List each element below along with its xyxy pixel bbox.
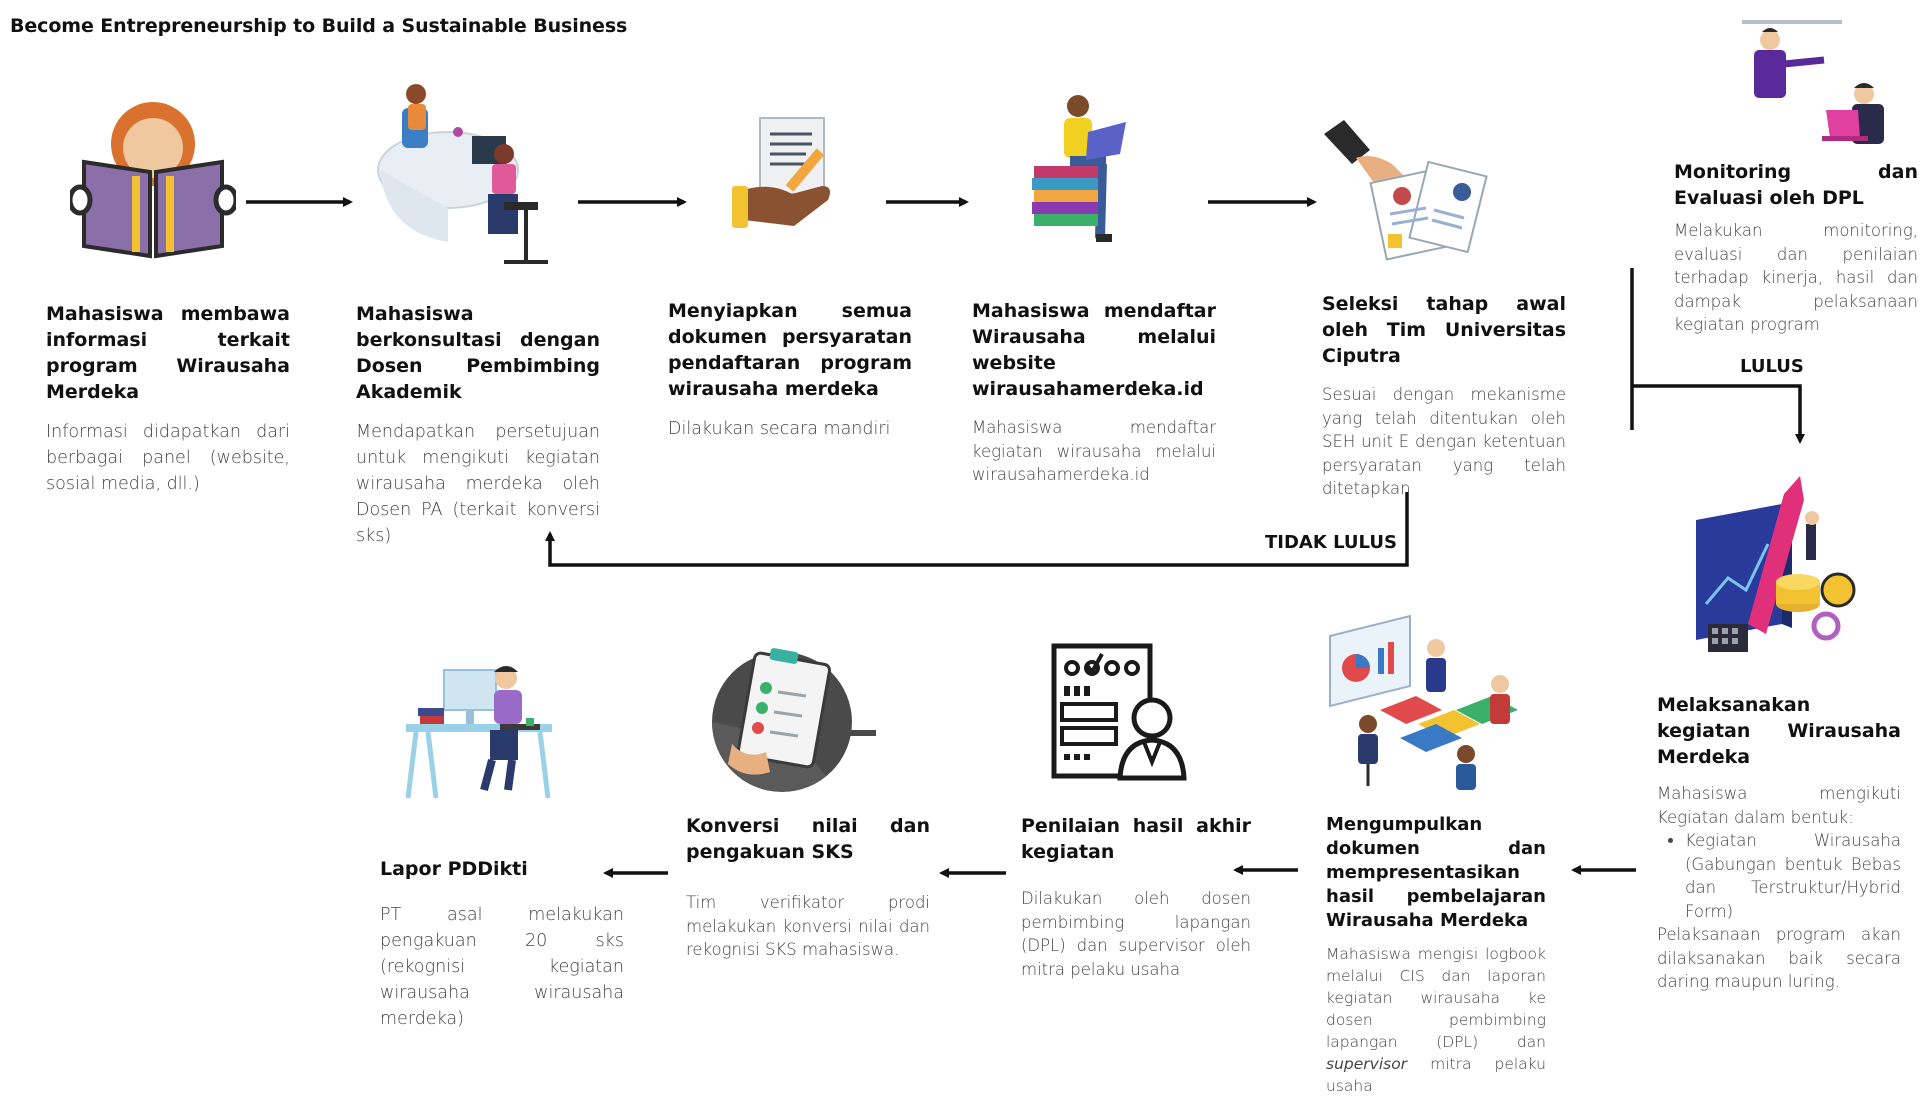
step-1-heading: Mahasiswa membawa informasi terkait prog… xyxy=(46,303,290,403)
step-10: Konversi nilai dan pengakuan SKS Tim ver… xyxy=(686,813,930,962)
checklist-clipboard-icon xyxy=(712,648,876,792)
page-title: Become Entrepreneurship to Build a Susta… xyxy=(10,15,628,37)
document-hand-icon xyxy=(732,117,830,228)
step-2-heading: Mahasiswa berkonsultasi dengan Dosen Pem… xyxy=(356,303,600,403)
growth-chart-icon xyxy=(1696,476,1856,652)
step-11-heading: Lapor PDDikti xyxy=(380,858,528,880)
step-6-description: Melakukan monitoring, evaluasi dan penil… xyxy=(1674,221,1918,334)
step-2-description: Mendapatkan persetujuan untuk mengikuti … xyxy=(356,422,600,546)
step-7-intro: Mahasiswa mengikuti Kegiatan dalam bentu… xyxy=(1657,784,1901,827)
arrow-lulus xyxy=(1632,384,1805,444)
step-7-outro: Pelaksanaan program akan dilaksanakan ba… xyxy=(1657,925,1901,991)
step-9: Penilaian hasil akhir kegiatan Dilakukan… xyxy=(1021,813,1251,981)
step-10-description: Tim verifikator prodi melakukan konversi… xyxy=(686,893,930,959)
label-tidak-lulus: TIDAK LULUS xyxy=(1265,532,1397,553)
step-8-heading: Mengumpulkan dokumen dan mempresentasika… xyxy=(1326,814,1546,931)
reading-student-icon xyxy=(70,102,236,259)
monitoring-presentation-icon xyxy=(1742,20,1884,144)
step-10-heading: Konversi nilai dan pengakuan SKS xyxy=(686,815,930,863)
label-lulus: LULUS xyxy=(1740,356,1804,377)
step-7-description: Mahasiswa mengikuti Kegiatan dalam bentu… xyxy=(1657,782,1901,994)
step-8-desc-pre: Mahasiswa mengisi logbook melalui CIS da… xyxy=(1326,945,1546,1051)
step-7-heading: Melaksanakan kegiatan Wirausaha Merdeka xyxy=(1657,694,1901,768)
step-8-description: Mahasiswa mengisi logbook melalui CIS da… xyxy=(1326,943,1546,1097)
step-5: Seleksi tahap awal oleh Tim Universitas … xyxy=(1322,291,1566,501)
resume-selection-icon xyxy=(1324,120,1488,261)
step-7: Melaksanakan kegiatan Wirausaha Merdeka … xyxy=(1657,692,1901,994)
step-4-heading: Mahasiswa mendaftar Wirausaha melalui we… xyxy=(972,300,1216,400)
step-9-description: Dilakukan oleh dosen pembimbing lapangan… xyxy=(1021,889,1251,979)
step-8-desc-em: supervisor xyxy=(1326,1055,1408,1073)
laptop-on-books-icon xyxy=(1032,95,1126,242)
step-5-description: Sesuai dengan mekanisme yang telah diten… xyxy=(1322,385,1566,498)
step-8: Mengumpulkan dokumen dan mempresentasika… xyxy=(1326,813,1546,1097)
step-11: Lapor PDDikti PT asal melakukan pengakua… xyxy=(380,856,624,1032)
step-6: Monitoring dan Evaluasi oleh DPL Melakuk… xyxy=(1674,159,1918,337)
step-4: Mahasiswa mendaftar Wirausaha melalui we… xyxy=(972,298,1216,487)
step-3-heading: Menyiapkan semua dokumen persyaratan pen… xyxy=(668,300,912,400)
team-puzzle-presentation-icon xyxy=(1329,614,1518,790)
step-7-bullet-list: Kegiatan Wirausaha (Gabungan bentuk Beba… xyxy=(1657,829,1901,923)
step-3: Menyiapkan semua dokumen persyaratan pen… xyxy=(668,298,912,442)
step-6-heading: Monitoring dan Evaluasi oleh DPL xyxy=(1674,161,1918,209)
step-3-description: Dilakukan secara mandiri xyxy=(668,419,891,439)
step-1-description: Informasi didapatkan dari berbagai panel… xyxy=(46,422,290,494)
step-11-description: PT asal melakukan pengakuan 20 sks (reko… xyxy=(380,905,624,1029)
consultation-desk-icon xyxy=(377,84,548,264)
desk-worker-icon xyxy=(405,666,552,799)
arrow-tidak-lulus xyxy=(545,492,1409,567)
step-9-heading: Penilaian hasil akhir kegiatan xyxy=(1021,815,1251,863)
step-2: Mahasiswa berkonsultasi dengan Dosen Pem… xyxy=(356,301,600,549)
step-4-description: Mahasiswa mendaftar kegiatan wirausaha m… xyxy=(972,418,1216,484)
step-1: Mahasiswa membawa informasi terkait prog… xyxy=(46,301,290,497)
assessment-form-icon xyxy=(1051,643,1187,781)
step-5-heading: Seleksi tahap awal oleh Tim Universitas … xyxy=(1322,293,1566,367)
step-7-bullet: Kegiatan Wirausaha (Gabungan bentuk Beba… xyxy=(1685,829,1901,923)
